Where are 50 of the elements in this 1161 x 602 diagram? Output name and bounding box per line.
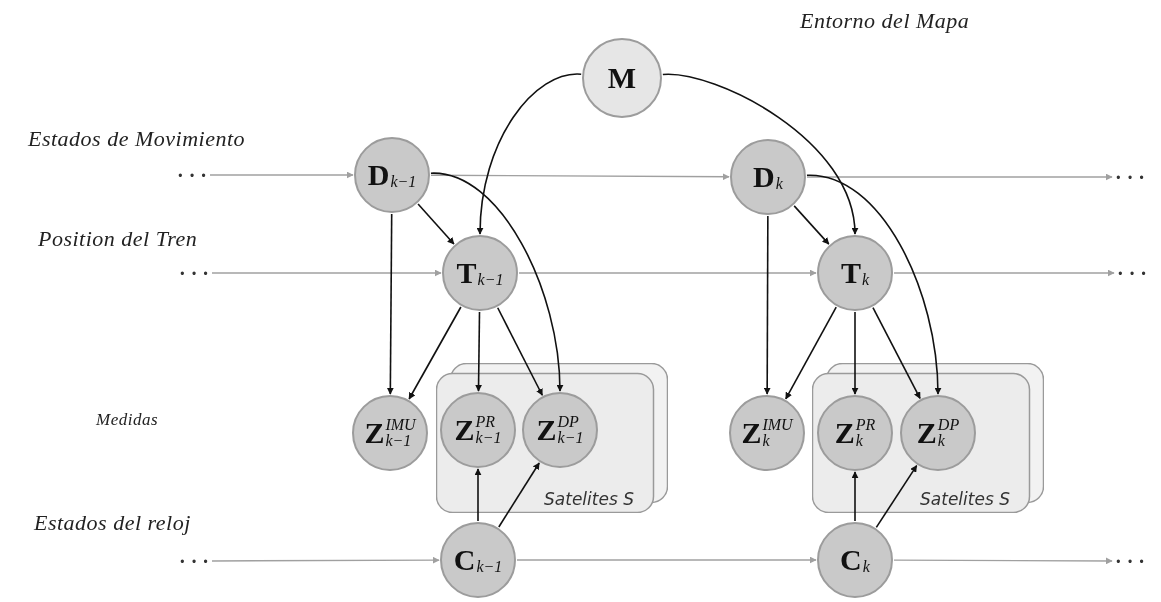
arrow — [475, 311, 483, 392]
variable-label: C$_{k}$ — [840, 545, 870, 575]
arrow — [430, 172, 564, 392]
row-label: Entorno del Mapa — [800, 8, 970, 34]
row-label: Estados de Movimiento — [28, 126, 246, 152]
variable-label: C$_{k−1}$ — [453, 545, 503, 575]
arrow — [476, 73, 582, 235]
variable-label: D$_{k−1}$ — [367, 160, 417, 190]
arrow — [872, 306, 921, 400]
ellipsis-text: · · · — [176, 550, 212, 572]
arrow — [516, 556, 817, 564]
arrow — [386, 213, 394, 395]
arrow — [875, 464, 918, 529]
arrow — [893, 269, 1115, 277]
variable-label: D$_{k}$ — [753, 162, 783, 192]
ellipsis-text: · · · — [1112, 550, 1148, 572]
arrow — [209, 171, 354, 179]
arrow — [851, 471, 859, 522]
arrow — [211, 269, 442, 277]
variable-label: T$_{k}$ — [840, 258, 870, 288]
ellipsis-text: · · · — [1114, 262, 1150, 284]
arrow — [763, 215, 771, 395]
arrow — [785, 306, 837, 400]
arrow — [851, 311, 859, 395]
ellipsis-text: · · · — [1112, 166, 1148, 188]
arrow — [662, 73, 858, 235]
plate-label: Satelites S — [544, 489, 634, 509]
arrow — [498, 462, 540, 528]
arrow — [417, 203, 455, 245]
arrow — [793, 205, 830, 245]
row-label: Estados del reloj — [34, 510, 191, 536]
arrow — [408, 306, 462, 400]
arrow — [430, 173, 730, 181]
arrow — [496, 306, 544, 397]
ellipsis-text: · · · — [174, 164, 210, 186]
variable-circle — [730, 139, 806, 215]
row-label: Medidas — [96, 410, 159, 430]
arrow — [474, 468, 482, 522]
plate-label: Satelites S — [920, 489, 1010, 509]
variable-label: T$_{k−1}$ — [456, 258, 504, 288]
variable-circle — [442, 235, 518, 311]
row-label: Position del Tren — [38, 226, 198, 252]
ellipsis-text: · · · — [176, 262, 212, 284]
arrow — [806, 173, 1113, 181]
variable-label: M — [607, 63, 637, 93]
arrow — [518, 269, 817, 277]
arrow — [211, 556, 440, 564]
arrow — [806, 174, 942, 395]
variable-circle — [817, 235, 893, 311]
arrow — [893, 557, 1113, 565]
